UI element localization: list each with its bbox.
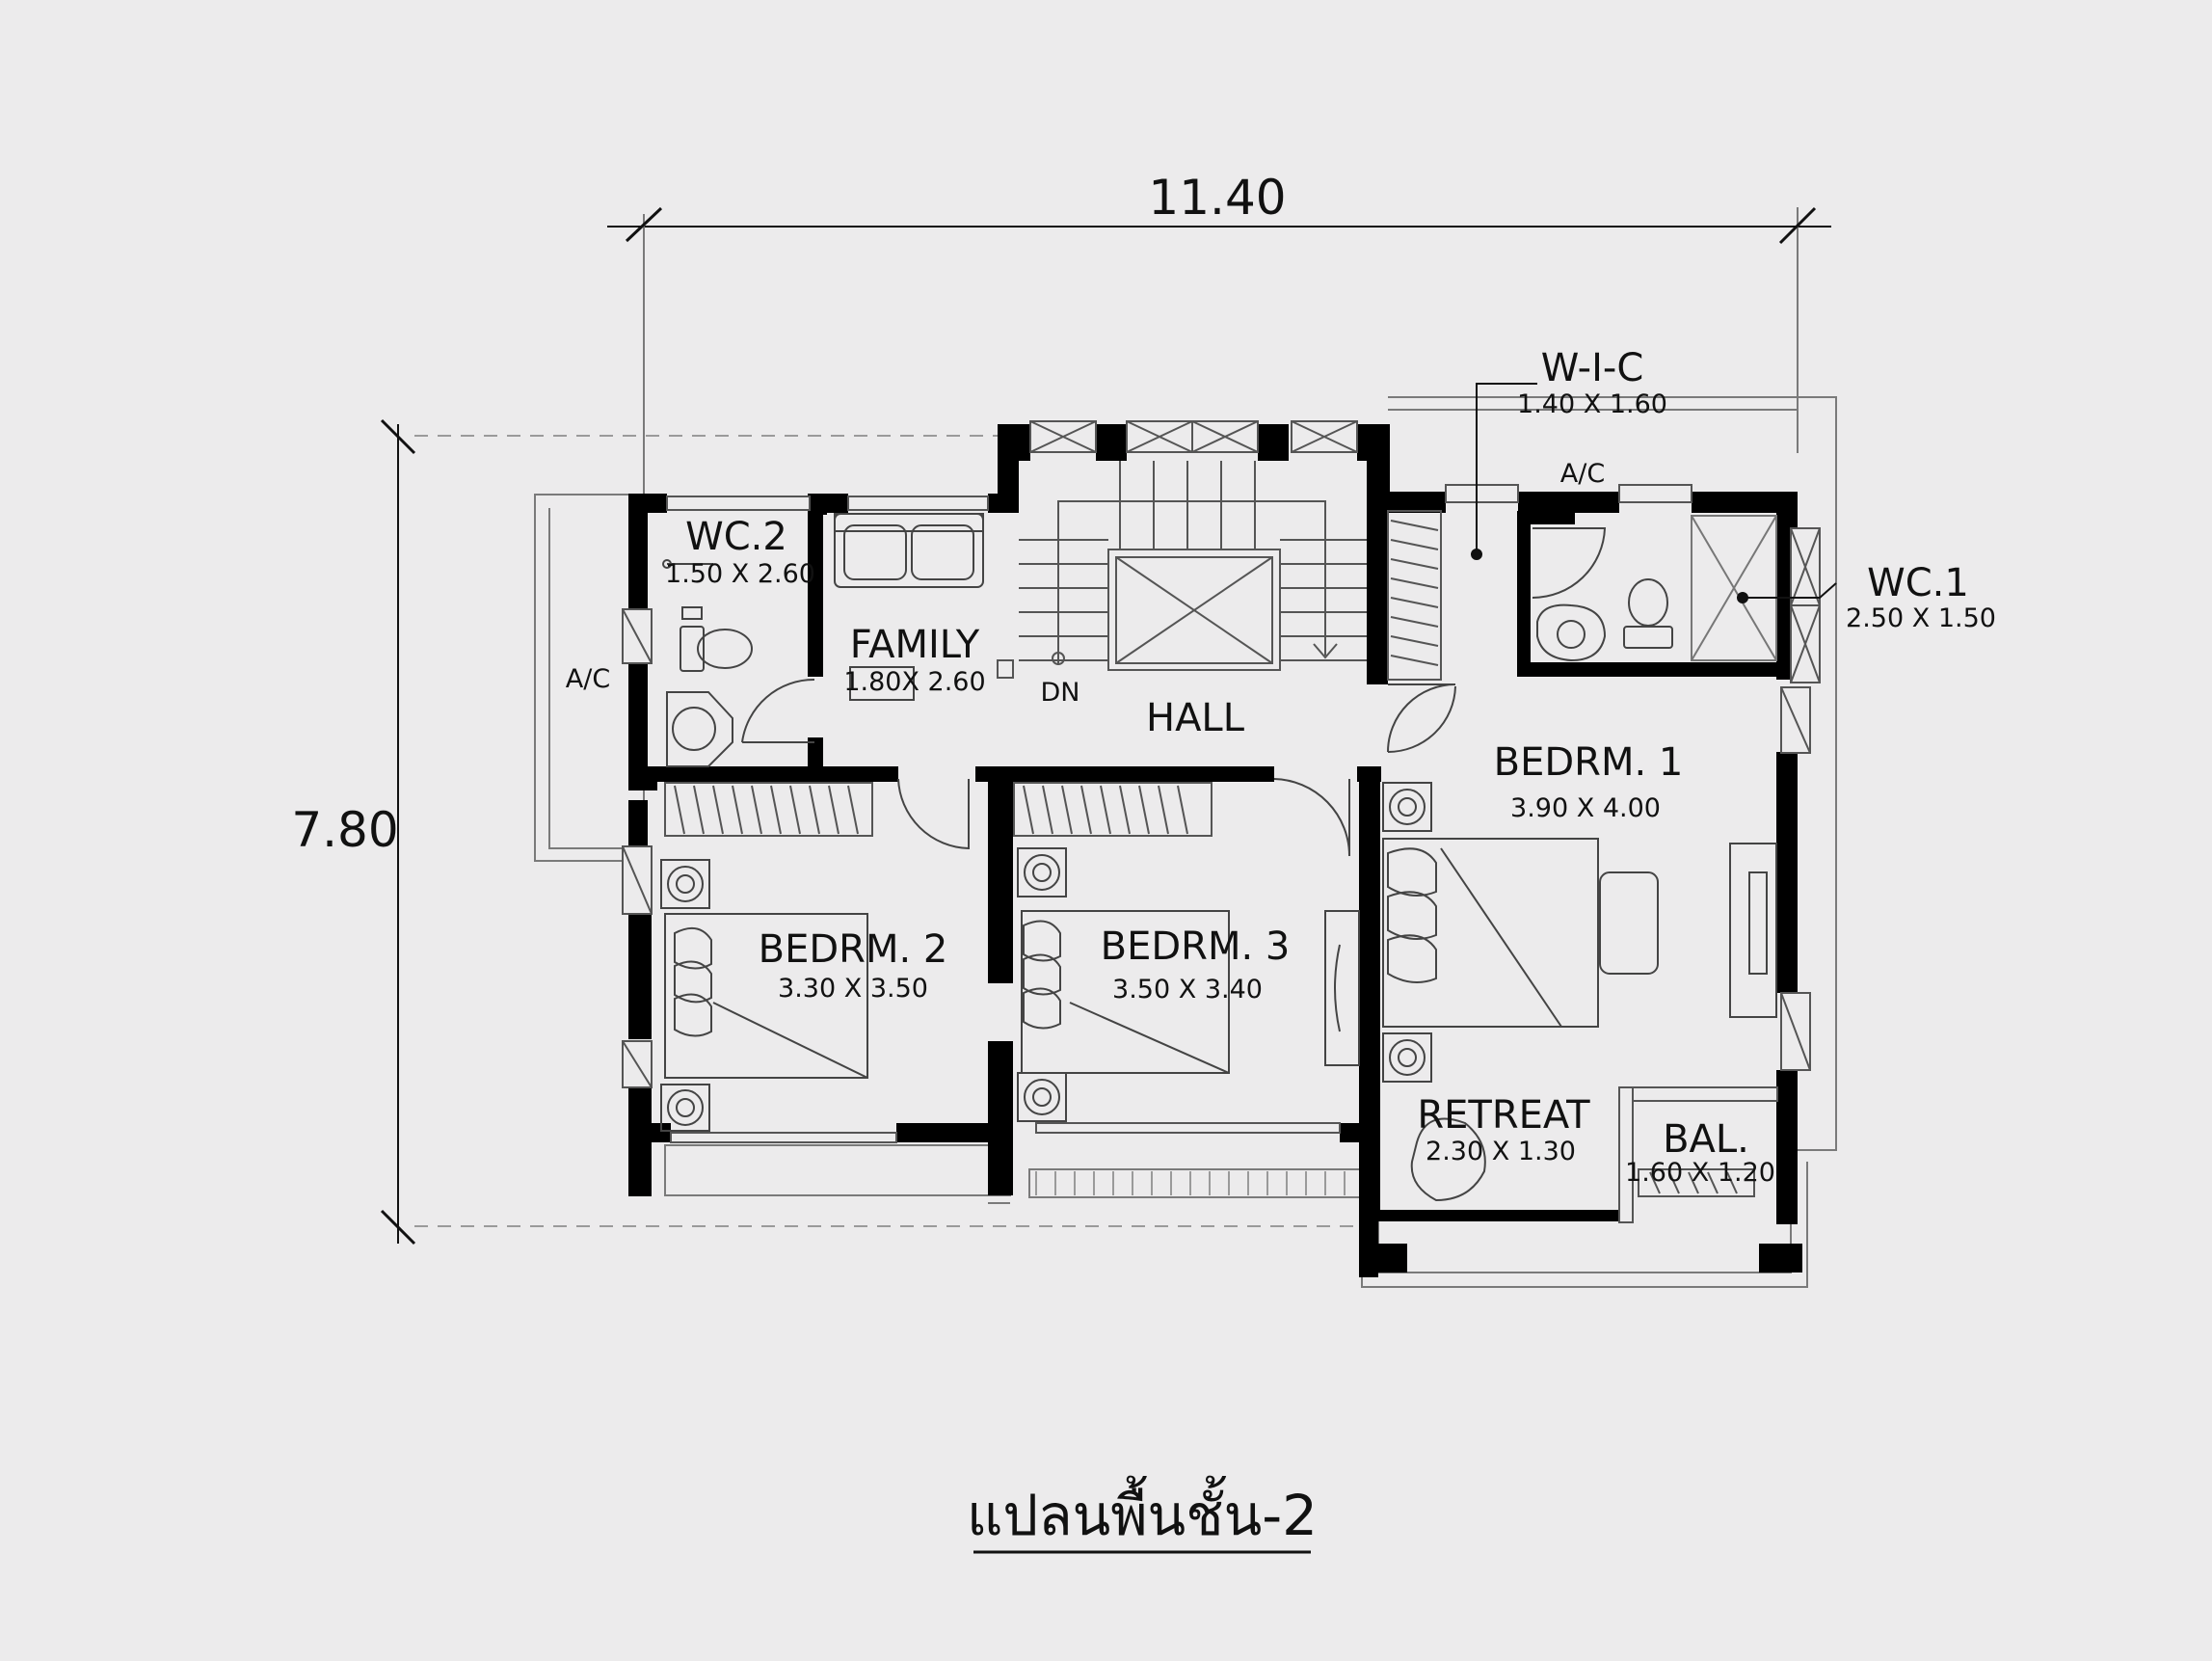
room-name-wic: W-I-C bbox=[1541, 346, 1644, 390]
dimension-lines bbox=[380, 206, 1831, 1246]
shower-drain-icon bbox=[662, 559, 713, 569]
sink-icon bbox=[666, 691, 733, 767]
ac-label-top: A/C bbox=[1560, 459, 1605, 489]
room-size-retreat: 2.30 X 1.30 bbox=[1426, 1137, 1576, 1166]
staircase bbox=[997, 461, 1367, 679]
wardrobe-wic bbox=[1387, 510, 1442, 681]
room-size-bedrm2: 3.30 X 3.50 bbox=[778, 974, 928, 1004]
room-name-bedrm1: BEDRM. 1 bbox=[1494, 740, 1684, 785]
balcony-planter bbox=[1638, 1168, 1755, 1197]
bed-bedrm3 bbox=[1021, 910, 1230, 1074]
shower-wc1 bbox=[1691, 515, 1777, 661]
lamp-icons bbox=[660, 782, 1432, 1132]
bed-bedrm1 bbox=[1382, 838, 1659, 1028]
armchair-icon bbox=[1410, 1117, 1486, 1202]
toilet-icon bbox=[680, 606, 753, 672]
ac-label-left: A/C bbox=[566, 664, 610, 694]
wardrobe-bedrm3 bbox=[1013, 782, 1213, 837]
room-size-bedrm3: 3.50 X 3.40 bbox=[1112, 975, 1263, 1005]
room-size-wc2: 1.50 X 2.60 bbox=[665, 559, 815, 589]
toilet-wc1-icon bbox=[1623, 578, 1673, 649]
bed-bedrm2 bbox=[664, 913, 868, 1079]
depth-dimension: 7.80 bbox=[291, 802, 398, 858]
tv-bedrm1 bbox=[1729, 843, 1777, 1018]
room-name-bedrm3: BEDRM. 3 bbox=[1101, 924, 1291, 969]
bathtub-sink-icon bbox=[1536, 603, 1607, 662]
wardrobe-bedrm2 bbox=[664, 782, 873, 837]
windows bbox=[622, 420, 1821, 1223]
room-name-bal: BAL. bbox=[1663, 1117, 1749, 1162]
room-name-hall: HALL bbox=[1146, 696, 1245, 740]
room-name-family: FAMILY bbox=[850, 623, 980, 667]
family-table bbox=[849, 666, 915, 701]
room-name-wc1: WC.1 bbox=[1867, 561, 1969, 605]
room-size-bedrm1: 3.90 X 4.00 bbox=[1510, 793, 1661, 823]
stair-down-label: DN bbox=[1041, 678, 1080, 708]
walls bbox=[628, 424, 1802, 1277]
room-name-retreat: RETREAT bbox=[1417, 1093, 1590, 1138]
tv-bedrm3 bbox=[1324, 910, 1360, 1066]
leader-lines bbox=[1471, 383, 1837, 603]
width-dimension: 11.40 bbox=[1148, 170, 1286, 226]
room-size-family: 1.80X 2.60 bbox=[843, 667, 985, 697]
sofa-icon bbox=[834, 513, 984, 588]
room-size-wc1: 2.50 X 1.50 bbox=[1846, 603, 1996, 633]
room-size-bal: 1.60 X 1.20 bbox=[1625, 1158, 1775, 1188]
room-size-wic: 1.40 X 1.60 bbox=[1517, 389, 1667, 419]
doors bbox=[741, 527, 1607, 857]
drawing-title: แปลนพื้นชั้น-2 bbox=[967, 1476, 1318, 1548]
room-name-bedrm2: BEDRM. 2 bbox=[759, 927, 948, 972]
room-name-wc2: WC.2 bbox=[685, 515, 787, 559]
